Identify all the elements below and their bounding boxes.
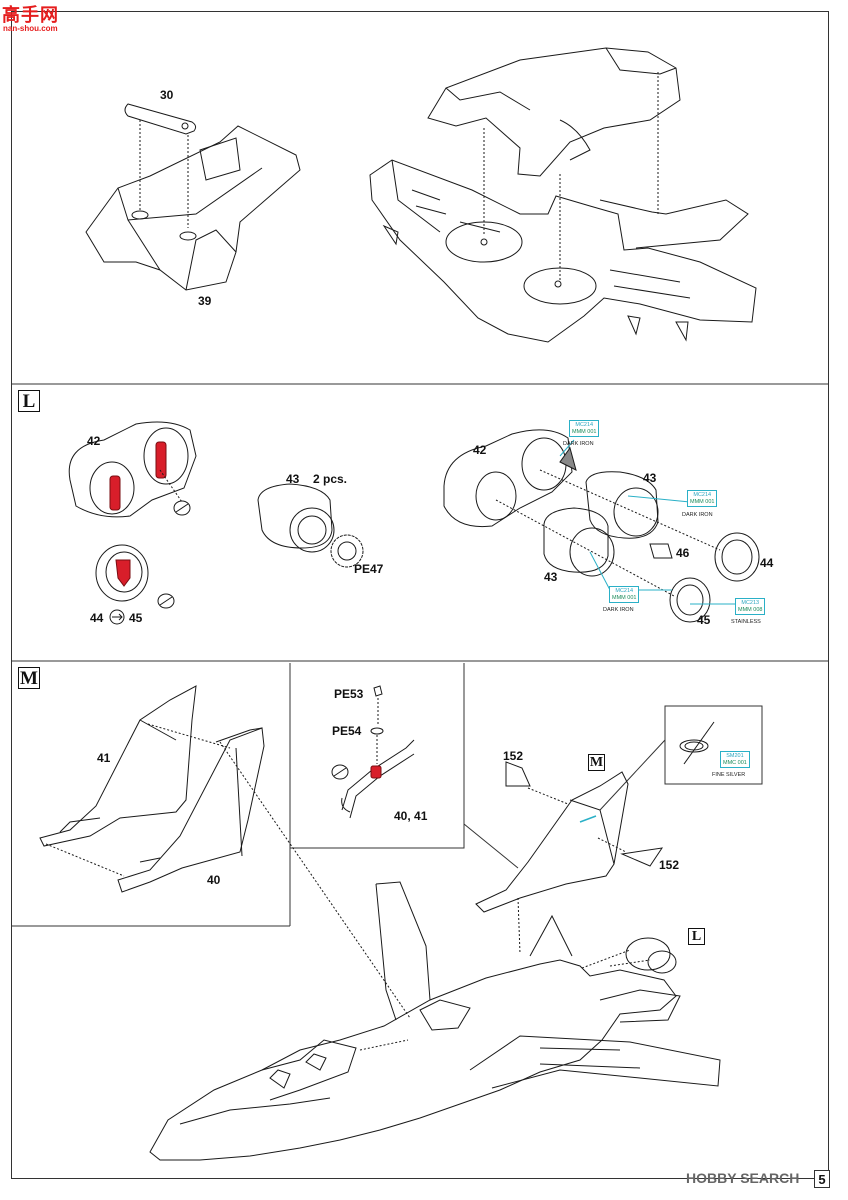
paint-name-1: DARK IRON: [563, 441, 594, 447]
part-label-43-left: 43: [286, 472, 300, 486]
part-label-pe47: PE47: [354, 562, 384, 576]
paint-name-5: FINE SILVER: [712, 772, 746, 778]
aircraft-main-assembly: [149, 741, 721, 1161]
nozzle-assembly-right: [443, 429, 760, 623]
part-label-152-top: 152: [503, 749, 524, 763]
vertical-fin-41: [39, 685, 231, 877]
part-label-44-right: 44: [760, 556, 774, 570]
paint-callout-1: MC214 MMM 001: [569, 420, 600, 437]
part-label-2pcs: 2 pcs.: [313, 472, 348, 486]
part-label-46: 46: [676, 546, 690, 560]
paint-callout-3: MC214 MMM 001: [609, 586, 640, 603]
vertical-fin-40: [117, 727, 265, 893]
paint-callout-4: MC213 MMM 008: [735, 598, 766, 615]
step-ref-l: L: [688, 928, 705, 945]
part-label-pe54: PE54: [332, 724, 362, 738]
paint-name-3: DARK IRON: [603, 607, 634, 613]
fin-assembly-m: [475, 761, 664, 955]
part-label-42-right: 42: [473, 443, 487, 457]
ring-44-45-left: [95, 544, 175, 625]
part-label-44-left: 44: [90, 611, 104, 625]
part-30-plate: [124, 103, 197, 228]
part-label-43-right-a: 43: [643, 471, 657, 485]
paint-name-4: STAINLESS: [731, 619, 761, 625]
hobby-search-watermark: HOBBY SEARCH: [686, 1170, 800, 1186]
part-39-tray: [85, 125, 301, 291]
page-frame: [11, 11, 829, 1179]
watermark-logo: 高手网 nan-shou.com: [0, 0, 72, 34]
part-label-43-right-b: 43: [544, 570, 558, 584]
part-label-40-41: 40, 41: [394, 809, 428, 823]
step-ref-m: M: [588, 754, 605, 771]
page-number: 5: [814, 1170, 830, 1188]
step-letter-m: M: [18, 667, 40, 689]
part-label-41: 41: [97, 751, 111, 765]
fuselage-top-assembly: [369, 47, 757, 343]
part-label-40: 40: [207, 873, 221, 887]
nozzle-43-pe47: [257, 483, 364, 568]
part-label-45-right: 45: [697, 613, 711, 627]
part-label-42-left: 42: [87, 434, 101, 448]
detail-box-light: [664, 705, 763, 785]
part-label-45-left: 45: [129, 611, 143, 625]
rudder-hinge-detail: [331, 685, 415, 819]
detail-box-rudder: [289, 663, 465, 849]
step-letter-l: L: [18, 390, 40, 412]
part-label-30: 30: [160, 88, 174, 102]
paint-name-2: DARK IRON: [682, 512, 713, 518]
part-label-152-bottom: 152: [659, 858, 680, 872]
part-label-39: 39: [198, 294, 212, 308]
watermark-text: 高手网: [2, 5, 59, 26]
part-label-pe53: PE53: [334, 687, 364, 701]
watermark-url: nan-shou.com: [3, 24, 58, 33]
nozzle-42-left: [68, 421, 197, 518]
light-detail: [679, 721, 715, 765]
paint-callout-2: MC214 MMM 001: [687, 490, 718, 507]
paint-callout-5: SM201 MMC 001: [720, 751, 750, 768]
